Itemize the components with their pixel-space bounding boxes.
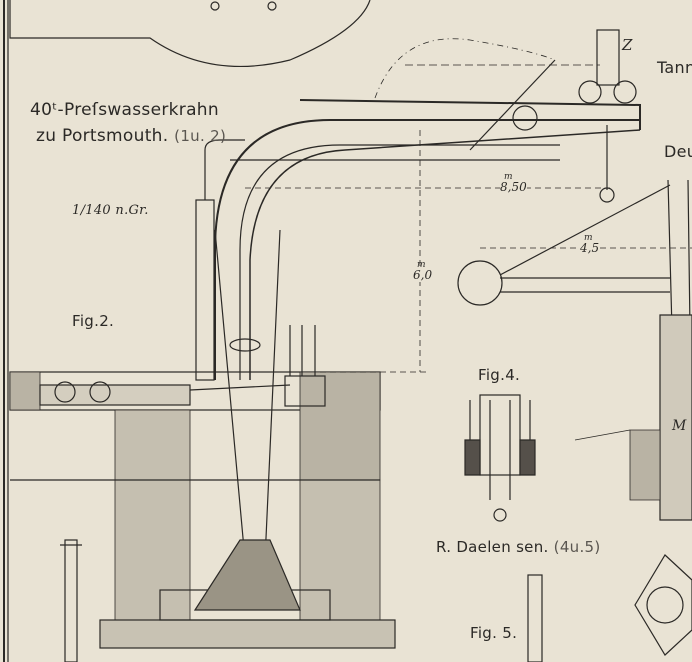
title-line2: zu Portsmouth. — [36, 126, 169, 146]
title-line1: 40ᵗ-Preſswasserkrahn — [30, 100, 219, 120]
dim-reach-unit: m — [584, 233, 593, 243]
author-name: R. Daelen sen. — [436, 538, 549, 556]
title-ref: (1u. 2) — [174, 127, 227, 145]
dim-reach-value: 4,5 — [580, 241, 600, 255]
author-ref: (4u.5) — [553, 538, 601, 556]
scale-note: 1/140 n.Gr. — [72, 203, 149, 218]
cut-label-tann: Tann — [657, 58, 692, 77]
dim-height-unit: m — [417, 260, 426, 270]
author-wrap: R. Daelen sen. (4u.5) — [436, 538, 601, 556]
mark-m: M — [672, 418, 687, 434]
cut-label-deut: Deut — [664, 142, 692, 161]
fig4-label: Fig.4. — [478, 366, 521, 384]
dim-span-value: 8,50 — [500, 180, 527, 194]
fig2-label: Fig.2. — [72, 312, 115, 330]
dim-span-unit: m — [504, 172, 513, 182]
dim-height-value: 6,0 — [413, 268, 433, 282]
title-line2-wrap: zu Portsmouth. (1u. 2) — [36, 126, 226, 146]
mark-z: Z — [622, 36, 633, 54]
fig5-label: Fig. 5. — [470, 624, 518, 642]
